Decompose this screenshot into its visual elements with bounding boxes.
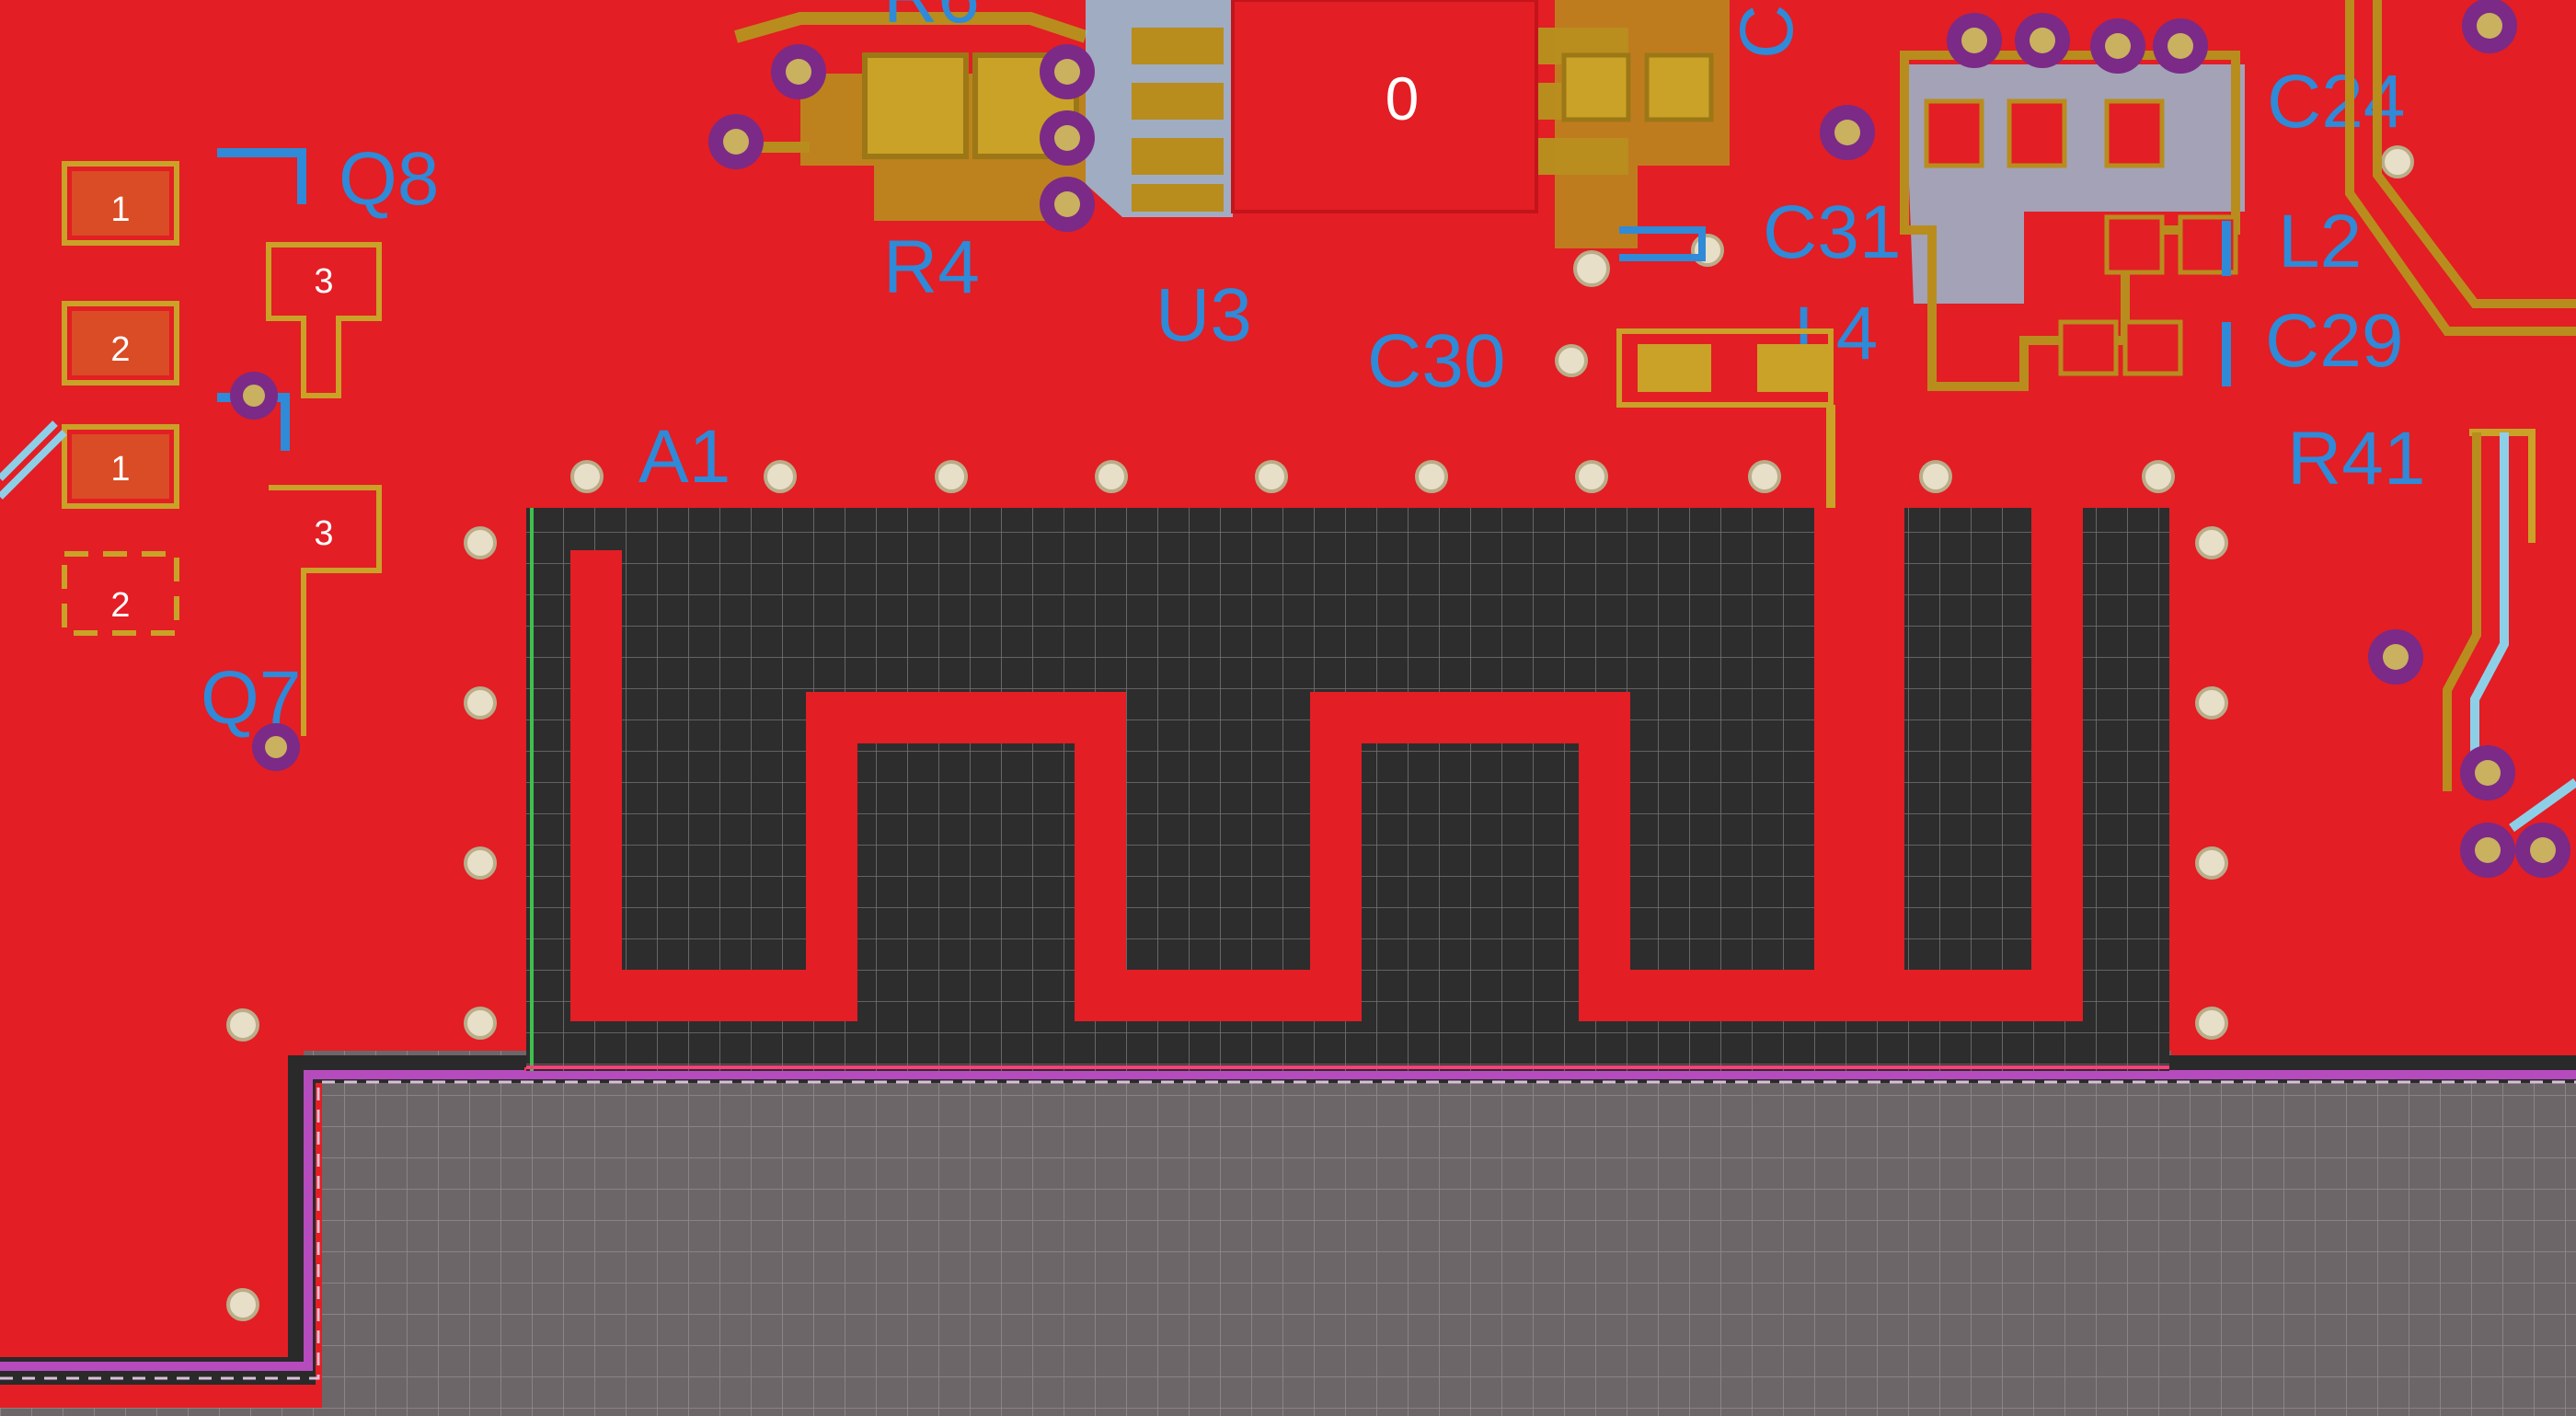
via (1255, 460, 1288, 493)
via (1415, 460, 1448, 493)
designator-c24: C24 (2267, 60, 2405, 144)
via (1748, 460, 1781, 493)
designator-q8: Q8 (339, 137, 439, 221)
via (570, 460, 604, 493)
designator-r4: R4 (883, 225, 980, 309)
designator-r6: R6 (883, 0, 980, 39)
via (764, 460, 797, 493)
designator-u3: U3 (1156, 273, 1252, 357)
u3-center-pad-label: 0 (1386, 64, 1420, 132)
component-q7[interactable]: 1 2 3 Q7 (0, 372, 382, 771)
designator-c1: C1 (1725, 0, 1809, 59)
via (1919, 460, 1952, 493)
designator-c30: C30 (1367, 319, 1505, 403)
antenna-feed-pad[interactable] (2024, 442, 2120, 508)
via (1555, 344, 1588, 377)
via (464, 1007, 497, 1040)
pad-number: 2 (110, 330, 130, 369)
antenna-meander-trace[interactable] (570, 416, 2103, 1021)
pad-number: 3 (314, 514, 333, 553)
via (2195, 686, 2228, 720)
pad-number: 1 (110, 450, 130, 489)
designator-c31: C31 (1763, 190, 1901, 274)
component-r41[interactable]: R41 (2287, 417, 2576, 878)
via (2381, 145, 2414, 178)
via (226, 1288, 259, 1321)
pad-number: 2 (110, 586, 130, 625)
component-passives-right[interactable]: C24 L2 C29 (1900, 0, 2576, 391)
board-edge-dashed (0, 1080, 2576, 1380)
component-passives-center[interactable]: C1 C31 C30 L4 (1367, 0, 1901, 508)
via (2195, 1007, 2228, 1040)
designator-r41: R41 (2287, 417, 2425, 501)
designator-a1: A1 (638, 415, 730, 499)
designator-l2: L2 (2278, 200, 2362, 283)
via (1575, 460, 1608, 493)
via (464, 686, 497, 720)
copper-pour-left-edge (0, 1069, 313, 1353)
via (2142, 460, 2175, 493)
component-q8[interactable]: 1 2 3 Q8 (62, 137, 439, 398)
via (2195, 846, 2228, 880)
via (464, 526, 497, 559)
via (1095, 460, 1128, 493)
board-edge (0, 1070, 2576, 1371)
via (464, 846, 497, 880)
pad-number: 1 (110, 190, 130, 229)
via (2195, 526, 2228, 559)
designator-c29: C29 (2265, 299, 2403, 383)
pad-number: 3 (314, 262, 333, 301)
via (226, 1008, 259, 1042)
via (935, 460, 968, 493)
